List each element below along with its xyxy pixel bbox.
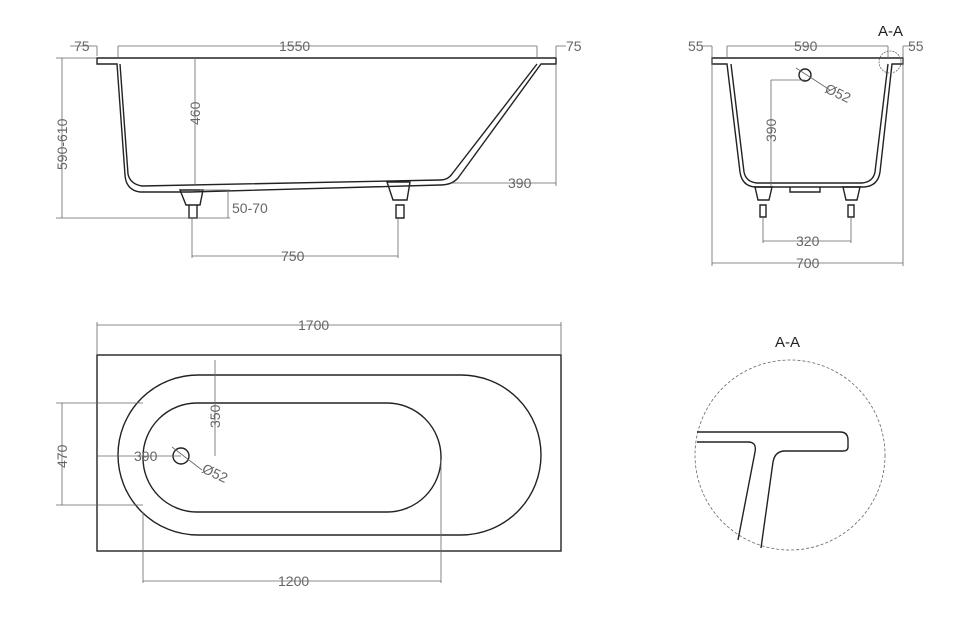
dim-overflow-diameter: Ø52 xyxy=(823,80,854,106)
dim-total-width: 700 xyxy=(796,255,820,271)
dim-total-height: 590-610 xyxy=(54,118,70,170)
dim-drain-offset-y: 350 xyxy=(207,404,223,428)
dim-drain-diameter: Ø52 xyxy=(200,460,231,486)
detail-title: A-A xyxy=(775,334,800,351)
dim-inner-width: 590 xyxy=(794,38,818,54)
end-leg-right xyxy=(842,186,861,218)
dim-leg-adjust: 50-70 xyxy=(232,200,268,216)
dim-slope-base: 390 xyxy=(508,175,532,191)
end-view-outline xyxy=(711,57,904,188)
dim-bottom-length: 1200 xyxy=(278,573,309,589)
top-view-basin xyxy=(117,374,542,536)
leg-right xyxy=(386,181,411,219)
section-marker-label: A-A xyxy=(878,23,903,40)
detail-circle xyxy=(694,359,886,551)
detail-a-a: A-A xyxy=(694,334,886,551)
dim-overflow-height: 390 xyxy=(763,118,779,142)
dim-drain-offset-x: 390 xyxy=(134,448,158,464)
dim-top-width: 470 xyxy=(54,444,70,468)
dim-rim-left: 75 xyxy=(74,38,90,54)
dim-leg-spacing: 750 xyxy=(281,248,305,264)
dim-end-rim-right: 55 xyxy=(908,38,924,54)
end-view: 55 590 55 A-A 390 Ø52 320 700 xyxy=(688,23,924,271)
dim-depth: 460 xyxy=(187,101,203,125)
side-view: 75 1550 75 590-610 460 50-70 390 750 xyxy=(54,38,582,264)
side-view-outline xyxy=(96,57,557,193)
dim-inner-length: 1550 xyxy=(279,38,310,54)
section-marker-circle xyxy=(878,50,902,74)
detail-rim-profile xyxy=(697,431,849,549)
dim-end-leg-spacing: 320 xyxy=(796,233,820,249)
dim-total-length: 1700 xyxy=(298,317,329,333)
dim-rim-right: 75 xyxy=(566,38,582,54)
top-view-bottom xyxy=(142,402,442,513)
overflow-hole xyxy=(798,68,812,82)
dim-end-rim-left: 55 xyxy=(688,38,704,54)
end-leg-left xyxy=(754,186,773,218)
top-view: 1700 470 390 350 Ø52 1200 xyxy=(54,317,562,589)
top-view-rim xyxy=(96,354,562,552)
leg-left xyxy=(178,189,204,219)
